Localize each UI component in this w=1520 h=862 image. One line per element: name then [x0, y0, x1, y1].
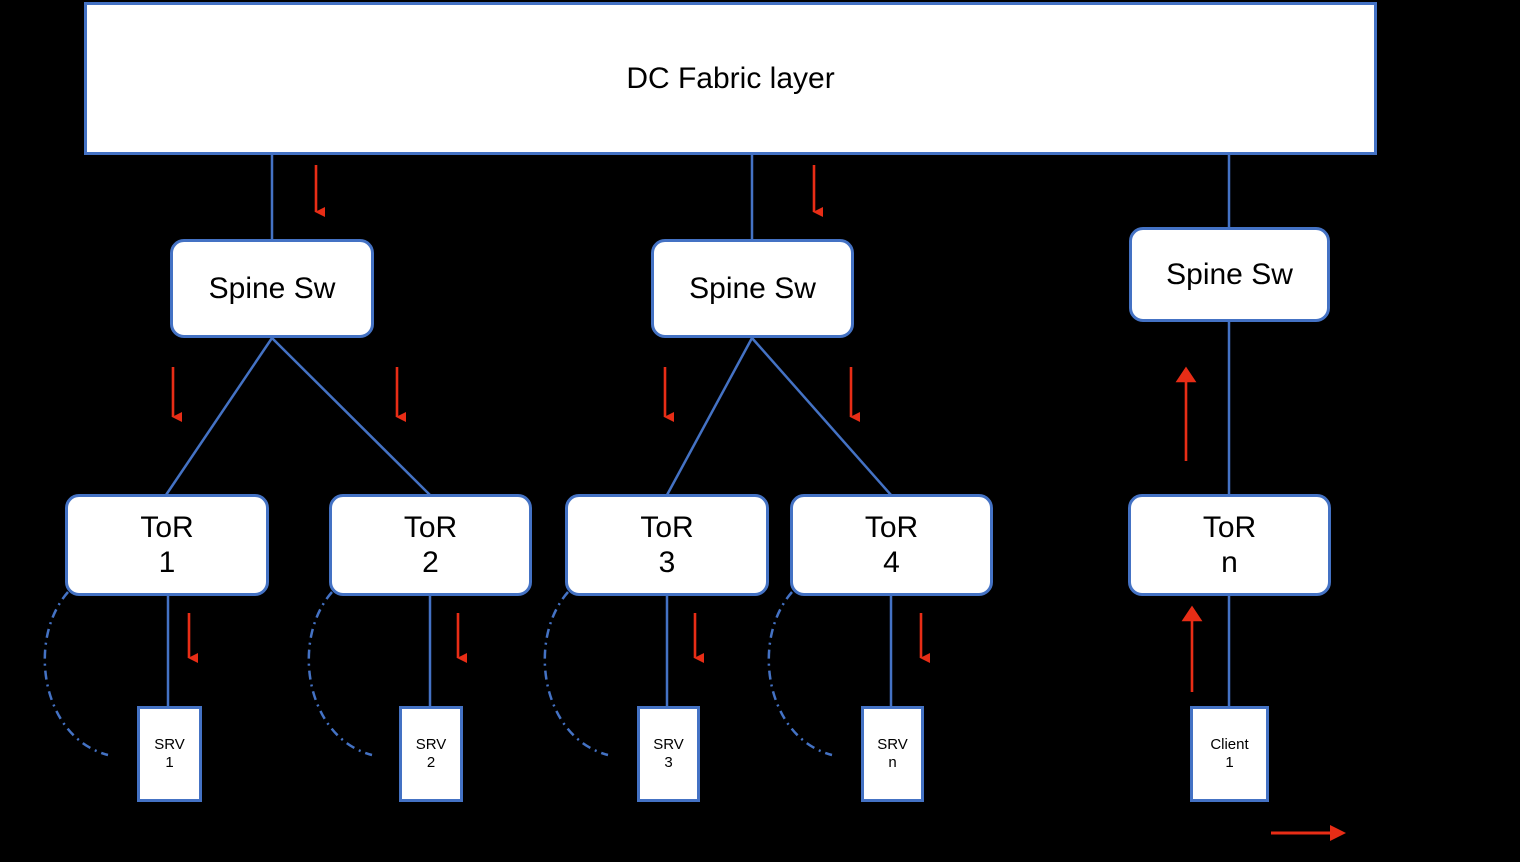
legend-arrow-head [1330, 825, 1346, 841]
spine-switch-1-label: Spine Sw [208, 271, 336, 305]
link-spine1-tor1 [164, 337, 274, 496]
tor-switch-3-label-line2: 3 [658, 546, 676, 579]
spine-switch-3[interactable]: Spine Sw [1129, 227, 1330, 322]
tor-switch-3-label-line1: ToR [640, 510, 694, 544]
server-1[interactable]: SRV 1 [137, 706, 202, 802]
link-spine1-tor2 [271, 337, 431, 496]
client-1[interactable]: Client 1 [1190, 706, 1269, 802]
server-3-label-line1: SRV [653, 736, 684, 754]
dc-fabric-layer-label: DC Fabric layer [626, 61, 835, 95]
arrow-torn-spine3-head [1175, 366, 1197, 383]
link-spine2-tor3 [665, 337, 754, 496]
server-n-label-line2: n [888, 754, 897, 771]
server-3[interactable]: SRV 3 [637, 706, 700, 802]
tunnel-curve-3 [543, 591, 609, 757]
spine-switch-2-label: Spine Sw [689, 271, 816, 305]
client-1-label-line2: 1 [1225, 754, 1234, 771]
client-1-label-line1: Client [1210, 736, 1249, 754]
server-1-label-line2: 1 [165, 754, 174, 771]
server-2-label-line2: 2 [426, 754, 436, 771]
tor-switch-2-label-line2: 2 [422, 546, 439, 579]
arrow-client1-torn-head [1181, 605, 1203, 622]
spine-switch-3-label: Spine Sw [1166, 257, 1293, 291]
tunnel-curve-4 [767, 591, 833, 757]
tor-switch-3[interactable]: ToR 3 [565, 494, 769, 596]
legend-direction-arrow [1271, 825, 1346, 841]
tor-switch-n-label-line1: ToR [1202, 510, 1257, 544]
server-2-label-line1: SRV [415, 736, 447, 754]
tor-switch-2-label-line1: ToR [403, 510, 458, 544]
tor-switch-1[interactable]: ToR 1 [65, 494, 269, 596]
tor-switch-1-label-line2: 1 [158, 546, 176, 579]
tor-switch-4[interactable]: ToR 4 [790, 494, 993, 596]
spine-switch-2[interactable]: Spine Sw [651, 239, 854, 338]
spine-switch-1[interactable]: Spine Sw [170, 239, 374, 338]
tor-switch-1-label-line1: ToR [140, 510, 194, 544]
tunnel-curve-2 [307, 591, 373, 757]
dc-fabric-layer-box[interactable]: DC Fabric layer [84, 2, 1377, 155]
fabric-to-spine-links [270, 155, 1231, 239]
tunnel-curve-1 [43, 591, 109, 757]
server-1-label-line1: SRV [154, 736, 185, 754]
server-n[interactable]: SRV n [861, 706, 924, 802]
server-3-label-line2: 3 [664, 754, 673, 771]
tor-switch-2[interactable]: ToR 2 [329, 494, 532, 596]
link-spine2-tor4 [751, 337, 892, 496]
server-2[interactable]: SRV 2 [399, 706, 463, 802]
server-n-label-line1: SRV [877, 736, 908, 754]
tor-switch-4-label-line1: ToR [864, 510, 919, 544]
tor-switch-n[interactable]: ToR n [1128, 494, 1331, 596]
tor-switch-n-label-line2: n [1221, 546, 1238, 579]
spine-to-tor-links [164, 322, 1231, 496]
tor-switch-4-label-line2: 4 [883, 546, 900, 579]
tor-to-endpoint-links [166, 596, 1231, 706]
